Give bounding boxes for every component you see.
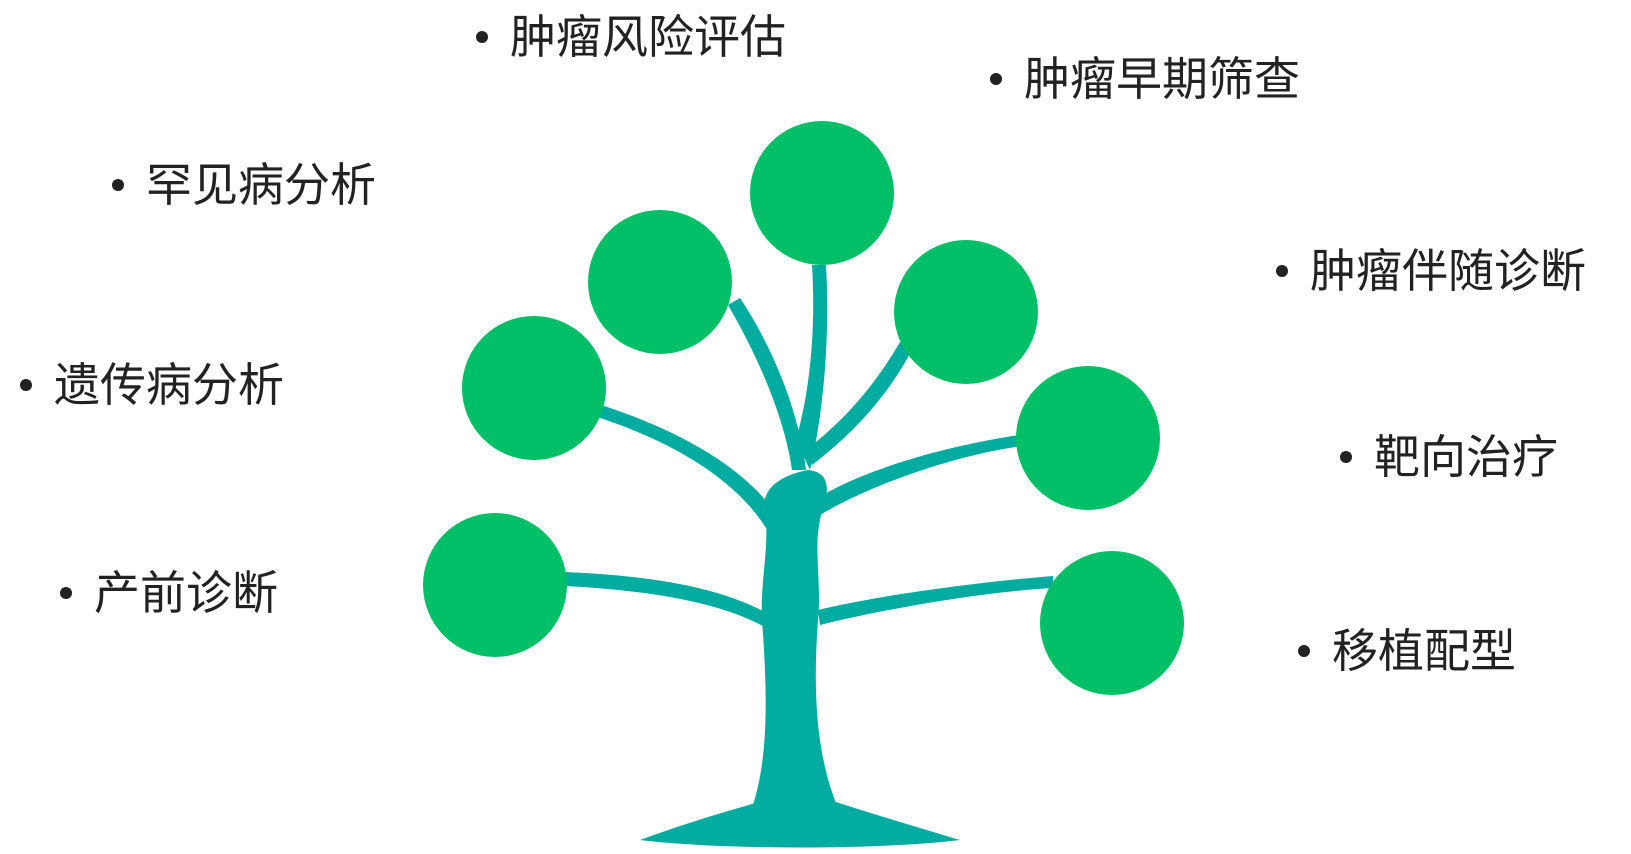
tree-trunk bbox=[752, 470, 838, 808]
label-tumor-risk-assessment: 肿瘤风险评估 bbox=[476, 14, 786, 60]
bullet-icon bbox=[1298, 645, 1310, 657]
tree-base bbox=[640, 800, 960, 848]
label-targeted-therapy: 靶向治疗 bbox=[1340, 434, 1558, 480]
bullet-icon bbox=[1276, 265, 1288, 277]
label-rare-disease-analysis: 罕见病分析 bbox=[112, 162, 376, 208]
tree-leaves bbox=[423, 121, 1184, 695]
branch-mid-left bbox=[594, 404, 780, 535]
bullet-icon bbox=[20, 379, 32, 391]
label-transplant-matching: 移植配型 bbox=[1298, 628, 1516, 674]
bullet-icon bbox=[476, 31, 488, 43]
label-text: 移植配型 bbox=[1332, 624, 1516, 678]
label-text: 肿瘤早期筛查 bbox=[1024, 52, 1300, 106]
label-text: 遗传病分析 bbox=[54, 358, 284, 412]
label-text: 产前诊断 bbox=[94, 566, 278, 620]
leaf-upper-left bbox=[588, 210, 732, 354]
label-tumor-early-screening: 肿瘤早期筛查 bbox=[990, 56, 1300, 102]
branch-top bbox=[796, 265, 828, 470]
bullet-icon bbox=[990, 73, 1002, 85]
leaf-lower-left bbox=[423, 513, 567, 657]
label-text: 肿瘤伴随诊断 bbox=[1310, 244, 1586, 298]
bullet-icon bbox=[60, 587, 72, 599]
tree-trunk-and-branches bbox=[565, 265, 1053, 848]
bullet-icon bbox=[112, 179, 124, 191]
label-genetic-disease-analysis: 遗传病分析 bbox=[20, 362, 284, 408]
leaf-mid-right bbox=[1016, 366, 1160, 510]
branch-upper-right bbox=[806, 342, 912, 465]
branch-lower-right bbox=[818, 576, 1053, 625]
branch-upper-left bbox=[728, 298, 806, 470]
label-prenatal-diagnosis: 产前诊断 bbox=[60, 570, 278, 616]
branch-mid-right bbox=[815, 435, 1022, 515]
branch-lower-left bbox=[565, 572, 772, 630]
label-text: 罕见病分析 bbox=[146, 158, 376, 212]
label-text: 肿瘤风险评估 bbox=[510, 10, 786, 64]
leaf-upper-right bbox=[894, 240, 1038, 384]
leaf-top bbox=[750, 121, 894, 265]
leaf-mid-left bbox=[462, 316, 606, 460]
label-text: 靶向治疗 bbox=[1374, 430, 1558, 484]
leaf-lower-right bbox=[1040, 551, 1184, 695]
bullet-icon bbox=[1340, 451, 1352, 463]
label-tumor-companion-diagnostics: 肿瘤伴随诊断 bbox=[1276, 248, 1586, 294]
